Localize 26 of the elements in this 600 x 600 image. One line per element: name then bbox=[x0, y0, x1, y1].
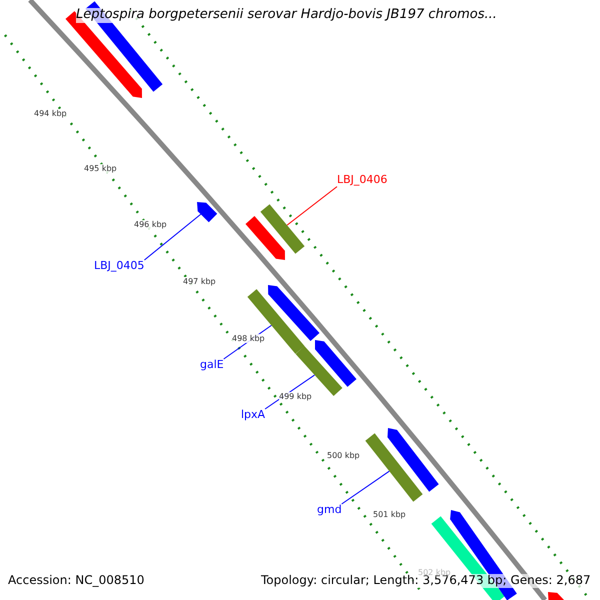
leader-line bbox=[144, 214, 202, 260]
footer-text: Accession: NC_008510 bbox=[8, 574, 144, 588]
gene-feature bbox=[260, 204, 305, 254]
gene-feature bbox=[268, 285, 320, 341]
leader-line bbox=[341, 470, 390, 504]
gene-feature bbox=[365, 433, 423, 502]
gene-label: gmd bbox=[317, 504, 342, 517]
scale-label: 495 kbp bbox=[84, 164, 117, 174]
gene-label: LBJ_0405 bbox=[94, 260, 144, 273]
scale-label: 498 kbp bbox=[232, 334, 265, 344]
leader-line bbox=[286, 186, 338, 226]
scale-label: 496 kbp bbox=[134, 220, 167, 230]
scale-label: 497 kbp bbox=[183, 277, 216, 286]
title: Leptospira borgpetersenii serovar Hardjo-bovis JB197 chromos... bbox=[76, 8, 497, 23]
gene-label: lpxA bbox=[241, 409, 266, 422]
gene-label: galE bbox=[200, 359, 224, 372]
scale-label: 499 kbp bbox=[279, 392, 312, 402]
scale-label: 494 kbp bbox=[34, 109, 67, 118]
gene-feature bbox=[197, 202, 218, 222]
gene-feature bbox=[315, 340, 356, 387]
gene-feature bbox=[388, 428, 439, 492]
gene-label: LBJ_0406 bbox=[337, 174, 388, 187]
scale-label: 501 kbp bbox=[373, 510, 406, 520]
footer-text: Topology: circular; Length: 3,576,473 bp; Genes: 2,687 bbox=[261, 574, 591, 588]
gene-feature bbox=[247, 289, 305, 354]
gene-feature bbox=[246, 216, 285, 260]
